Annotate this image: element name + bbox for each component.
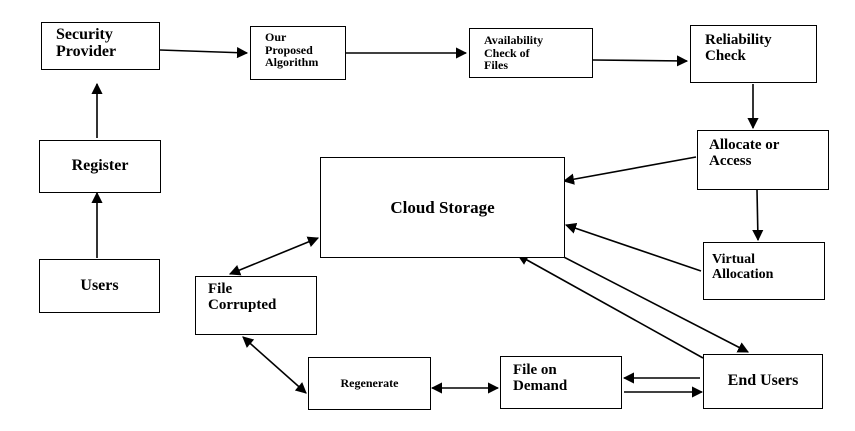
node-users: Users [39,259,160,313]
node-register: Register [39,140,161,193]
node-label: Allocate or Access [709,137,780,169]
node-label: Regenerate [340,376,399,391]
node-cloud-storage: Cloud Storage [320,157,565,258]
node-label: Availability Check of Files [484,33,544,73]
node-label: Register [71,157,129,175]
node-regenerate: Regenerate [308,357,431,410]
arrow-cloud-to-end-users [555,252,749,353]
node-availability-check: Availability Check of Files [469,28,593,78]
node-label: Reliability Check [705,32,772,64]
node-file-on-demand: File on Demand [500,356,622,409]
node-label: Virtual Allocation [712,252,774,282]
node-proposed-algorithm: Our Proposed Algorithm [250,26,346,80]
arrow-virtual-to-cloud [564,222,702,272]
node-virtual-allocation: Virtual Allocation [703,242,825,300]
node-label: Users [80,276,119,294]
arrow-security-to-algorithm [159,47,249,59]
arrow-allocate-to-cloud [562,156,697,185]
node-label: Cloud Storage [390,197,495,217]
node-reliability-check: Reliability Check [690,25,817,83]
arrow-availability-to-reliability [592,55,689,67]
node-label: End Users [727,372,799,390]
arrow-corrupted-regenerate [242,336,307,394]
node-label: Our Proposed Algorithm [265,30,319,70]
node-file-corrupted: File Corrupted [195,276,317,335]
node-label: Security Provider [56,26,117,60]
node-allocate-or-access: Allocate or Access [697,130,829,190]
arrow-cloud-file-corrupted [228,236,320,276]
node-label: File on Demand [513,362,568,394]
node-end-users: End Users [703,354,823,409]
node-security-provider: Security Provider [41,22,160,70]
node-label: File Corrupted [208,281,277,313]
arrow-allocate-to-virtual [752,189,764,242]
arrow-end-users-to-cloud [517,254,704,359]
